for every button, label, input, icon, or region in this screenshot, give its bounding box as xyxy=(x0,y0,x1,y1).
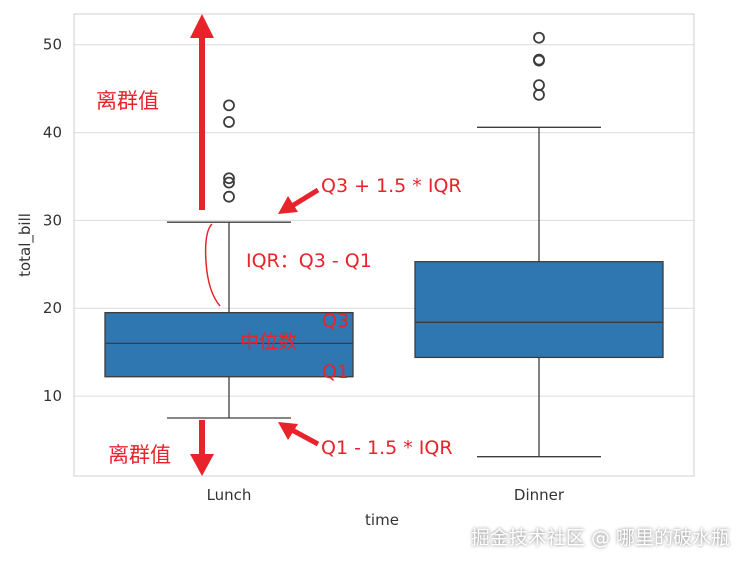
iqr-box xyxy=(414,261,664,359)
y-tick-labels: 10 20 30 40 50 xyxy=(43,36,62,405)
x-tick-label: Lunch xyxy=(207,486,252,504)
y-tick-label: 20 xyxy=(43,299,62,317)
y-tick-label: 50 xyxy=(43,36,62,54)
outlier-down-arrow-head xyxy=(190,454,214,476)
lower-fence-arrow-head xyxy=(278,422,298,440)
x-tick-label: Dinner xyxy=(514,486,565,504)
outlier-point xyxy=(533,88,545,101)
annotation-upper-fence: Q3 + 1.5 * IQR xyxy=(321,175,462,197)
outlier-point xyxy=(533,53,545,66)
upper-fence-arrow-head xyxy=(278,196,298,214)
annotation-median: 中位数 xyxy=(240,331,297,353)
outlier-point xyxy=(223,176,235,189)
annotation-q3: Q3 xyxy=(322,310,349,332)
annotation-q1: Q1 xyxy=(322,361,349,383)
outlier-up-arrow-head xyxy=(190,14,214,38)
boxes-layer xyxy=(104,31,664,458)
x-tick-labels: Lunch Dinner xyxy=(207,486,565,504)
outlier-point xyxy=(223,99,235,112)
y-tick-label: 40 xyxy=(43,124,62,142)
y-tick-label: 10 xyxy=(43,387,62,405)
y-tick-label: 30 xyxy=(43,211,62,229)
annotation-iqr: IQR：Q3 - Q1 xyxy=(246,250,372,272)
plot-frame xyxy=(73,13,695,477)
outlier-point xyxy=(533,31,545,44)
outlier-point xyxy=(223,116,235,128)
outlier-point xyxy=(223,190,235,203)
annotations: 离群值 Q3 + 1.5 * IQR IQR：Q3 - Q1 Q3 中位数 Q1… xyxy=(96,14,462,476)
box-dinner xyxy=(414,31,664,458)
iqr-box xyxy=(104,311,354,378)
x-axis-label: time xyxy=(365,511,399,529)
y-axis-label: total_bill xyxy=(16,213,35,277)
outlier-point xyxy=(533,79,545,92)
annotation-lower-fence: Q1 - 1.5 * IQR xyxy=(321,437,453,459)
lower-fence-arrow-shaft xyxy=(290,427,320,447)
watermark: 掘金技术社区 @ 哪里的破水瓶 xyxy=(470,527,730,549)
upper-fence-arrow-shaft xyxy=(290,187,320,209)
annotation-outlier-top: 离群值 xyxy=(96,89,159,113)
annotation-outlier-bottom: 离群值 xyxy=(108,443,171,467)
outlier-point xyxy=(223,172,235,185)
box-lunch xyxy=(104,99,354,419)
iqr-brace xyxy=(204,223,221,307)
